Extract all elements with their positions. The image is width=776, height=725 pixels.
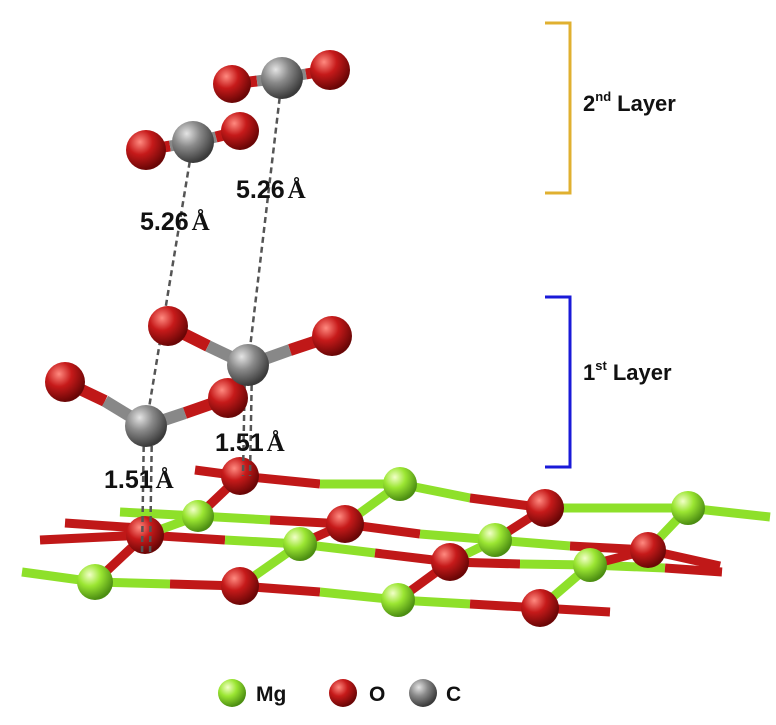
mg-atom bbox=[77, 564, 113, 600]
legend-c-swatch bbox=[409, 679, 437, 707]
first-layer-bracket bbox=[545, 295, 572, 469]
mg-atom bbox=[383, 467, 417, 501]
distance-line-lower-left-b bbox=[140, 425, 146, 556]
mg-atom bbox=[671, 491, 705, 525]
o-atom bbox=[45, 362, 85, 402]
legend-c-label: C bbox=[446, 683, 461, 706]
mg-atom bbox=[381, 583, 415, 617]
o-atom bbox=[148, 306, 188, 346]
o-atom bbox=[221, 457, 259, 495]
o-atom bbox=[213, 65, 251, 103]
distance-line-upper-left bbox=[144, 141, 195, 427]
legend-mg-label: Mg bbox=[256, 683, 286, 706]
o-atom bbox=[310, 50, 350, 90]
distance-line-lower-left-a bbox=[148, 425, 154, 556]
legend-o-label: O bbox=[369, 683, 385, 706]
legend: Mg O C bbox=[218, 679, 461, 707]
o-atom bbox=[326, 505, 364, 543]
o-atom bbox=[221, 567, 259, 605]
o-atom bbox=[221, 112, 259, 150]
o-atom bbox=[526, 489, 564, 527]
mg-atom bbox=[478, 523, 512, 557]
distance-lines bbox=[140, 77, 284, 556]
o-atom bbox=[126, 516, 164, 554]
c-atom bbox=[172, 121, 214, 163]
c-atom bbox=[261, 57, 303, 99]
o-atom bbox=[521, 589, 559, 627]
o-atom bbox=[312, 316, 352, 356]
legend-mg-swatch bbox=[218, 679, 246, 707]
mg-atom bbox=[573, 548, 607, 582]
mg-atom bbox=[283, 527, 317, 561]
o-atom bbox=[431, 543, 469, 581]
second-layer-bracket bbox=[545, 21, 572, 195]
mgo-lattice-atoms bbox=[77, 457, 705, 627]
second-layer-molecules bbox=[126, 50, 350, 170]
distance-line-upper-right bbox=[246, 77, 284, 366]
o-atom bbox=[126, 130, 166, 170]
distance-line-lower-right-a bbox=[248, 364, 254, 477]
distance-line-lower-right-b bbox=[241, 364, 247, 477]
c-atom bbox=[227, 344, 269, 386]
mg-atom bbox=[182, 500, 214, 532]
o-atom bbox=[630, 532, 666, 568]
legend-o-swatch bbox=[329, 679, 357, 707]
c-atom bbox=[125, 405, 167, 447]
first-layer-molecules bbox=[45, 306, 352, 447]
o-atom bbox=[208, 378, 248, 418]
